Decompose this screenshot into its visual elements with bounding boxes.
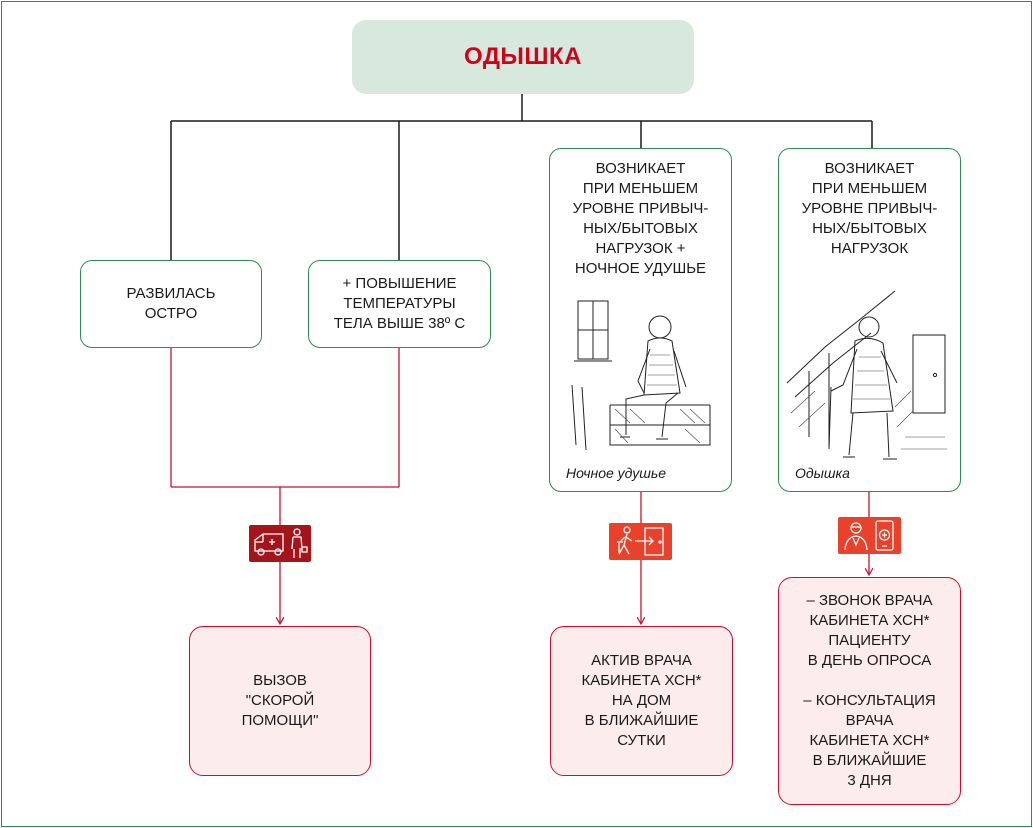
action-home-visit: АКТИВ ВРАЧА КАБИНЕТА ХСН* НА ДОМ В БЛИЖА… <box>550 626 733 776</box>
action-ambulance-call: ВЫЗОВ "СКОРОЙ ПОМОЩИ" <box>189 626 371 776</box>
node-exertional-text: ВОЗНИКАЕТ ПРИ МЕНЬШЕМ УРОВНЕ ПРИВЫЧ- НЫХ… <box>801 160 938 257</box>
woman-stairs-illustration-icon <box>786 290 947 460</box>
doctor-phone-call-icon <box>838 517 901 554</box>
caption-exertional: Одышка <box>795 465 850 481</box>
title-box: ОДЫШКА <box>352 20 694 94</box>
diagram-title: ОДЫШКА <box>463 43 583 70</box>
node-exertional-dyspnea: ВОЗНИКАЕТ ПРИ МЕНЬШЕМ УРОВНЕ ПРИВЫЧ- НЫХ… <box>778 148 961 492</box>
caption-nocturnal: Ночное удушье <box>566 465 667 481</box>
action-call-and-consult: – ЗВОНОК ВРАЧА КАБИНЕТА ХСН* ПАЦИЕНТУ В … <box>778 577 961 805</box>
walking-to-door-icon <box>609 523 672 560</box>
ambulance-doctor-icon <box>249 525 311 562</box>
man-sitting-illustration-icon <box>571 300 711 451</box>
node-nocturnal-text: ВОЗНИКАЕТ ПРИ МЕНЬШЕМ УРОВНЕ ПРИВЫЧ- НЫХ… <box>572 160 709 277</box>
node-nocturnal-dyspnea: ВОЗНИКАЕТ ПРИ МЕНЬШЕМ УРОВНЕ ПРИВЫЧ- НЫХ… <box>549 148 732 492</box>
node-fever: + ПОВЫШЕНИЕ ТЕМПЕРАТУРЫ ТЕЛА ВЫШЕ 38º С <box>308 260 491 348</box>
node-acute-onset: РАЗВИЛАСЬ ОСТРО <box>80 260 262 348</box>
